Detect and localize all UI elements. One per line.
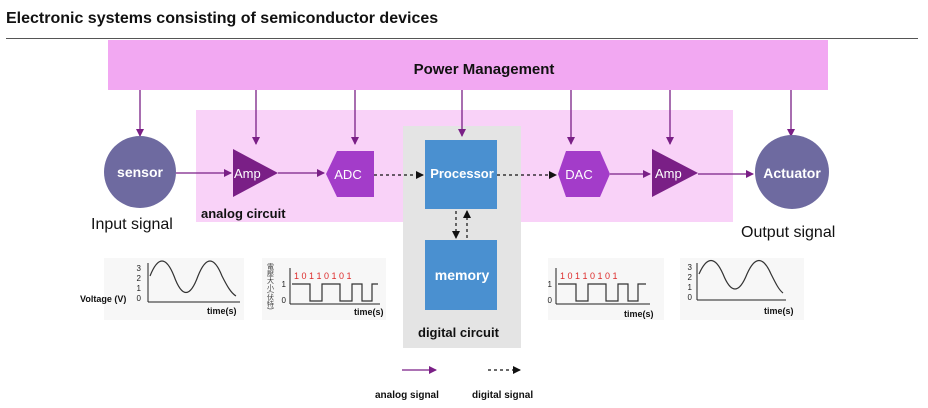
amp-input-label: Amp: [234, 166, 261, 181]
adc-shape: [326, 151, 374, 197]
svg-text:2: 2: [688, 273, 693, 282]
analog-output-plot: 3 2 1 0 time(s): [680, 258, 804, 320]
legend: analog signal digital signal: [375, 366, 533, 401]
svg-text:time(s): time(s): [354, 307, 384, 317]
sensor-circle: [104, 136, 176, 208]
analog-input-plot: 3 2 1 0 Voltage (V) time(s): [80, 258, 244, 320]
amp-input-triangle: [233, 149, 278, 197]
digital-circuit-label: digital circuit: [418, 325, 500, 340]
processor-label: Processor: [430, 166, 494, 181]
memory-label: memory: [435, 267, 490, 283]
amp-output-label: Amp: [655, 166, 682, 181]
power-management-band: [108, 40, 828, 90]
legend-analog-label: analog signal: [375, 390, 439, 401]
analog-wave: [149, 260, 237, 297]
amp-output-triangle: [652, 149, 698, 197]
svg-text:time(s): time(s): [764, 306, 794, 316]
svg-text:0: 0: [548, 296, 553, 305]
y-tick-label: 2: [137, 274, 142, 283]
processor-box: [425, 140, 497, 209]
analog-flow-arrows: [176, 169, 754, 178]
digital-wave: [292, 283, 378, 302]
digital-flow-arrows: [374, 171, 557, 239]
actuator-circle: [755, 135, 829, 209]
power-management-label: Power Management: [414, 61, 555, 78]
input-signal-label: Input signal: [91, 216, 173, 233]
sensor-label: sensor: [117, 164, 163, 180]
power-arrows: [136, 90, 795, 145]
title-divider: [6, 38, 918, 39]
svg-text:time(s): time(s): [624, 309, 654, 319]
page-title: Electronic systems consisting of semicon…: [6, 10, 439, 27]
dac-shape: [558, 151, 610, 197]
actuator-label: Actuator: [763, 165, 821, 181]
voltage-axis-label: Voltage (V): [80, 294, 126, 304]
bit-sequence: 1 0 1 1 0 1 0 1: [294, 271, 352, 281]
svg-text:0: 0: [688, 293, 693, 302]
cn-voltage-label: 電壓大小(伏特): [267, 263, 275, 310]
memory-box: [425, 240, 497, 310]
dac-label: DAC: [565, 167, 592, 182]
time-axis-label: time(s): [207, 306, 237, 316]
adc-label: ADC: [334, 167, 361, 182]
svg-text:3: 3: [688, 263, 693, 272]
analog-circuit-label: analog circuit: [201, 206, 286, 221]
bit-sequence: 1 0 1 1 0 1 0 1: [560, 271, 618, 281]
legend-digital-label: digital signal: [472, 390, 533, 401]
y-tick-label: 3: [137, 264, 142, 273]
digital-plot-left: 電壓大小(伏特) 1 0 1 0 1 1 0 1 0 1 time(s): [262, 258, 386, 320]
svg-text:1: 1: [548, 280, 553, 289]
svg-text:0: 0: [282, 296, 287, 305]
y-tick-label: 0: [137, 294, 142, 303]
digital-plot-right: 1 0 1 0 1 1 0 1 0 1 time(s): [548, 258, 664, 320]
y-tick-label: 1: [137, 284, 142, 293]
svg-text:1: 1: [688, 283, 693, 292]
svg-text:1: 1: [282, 280, 287, 289]
output-signal-label: Output signal: [741, 224, 835, 241]
